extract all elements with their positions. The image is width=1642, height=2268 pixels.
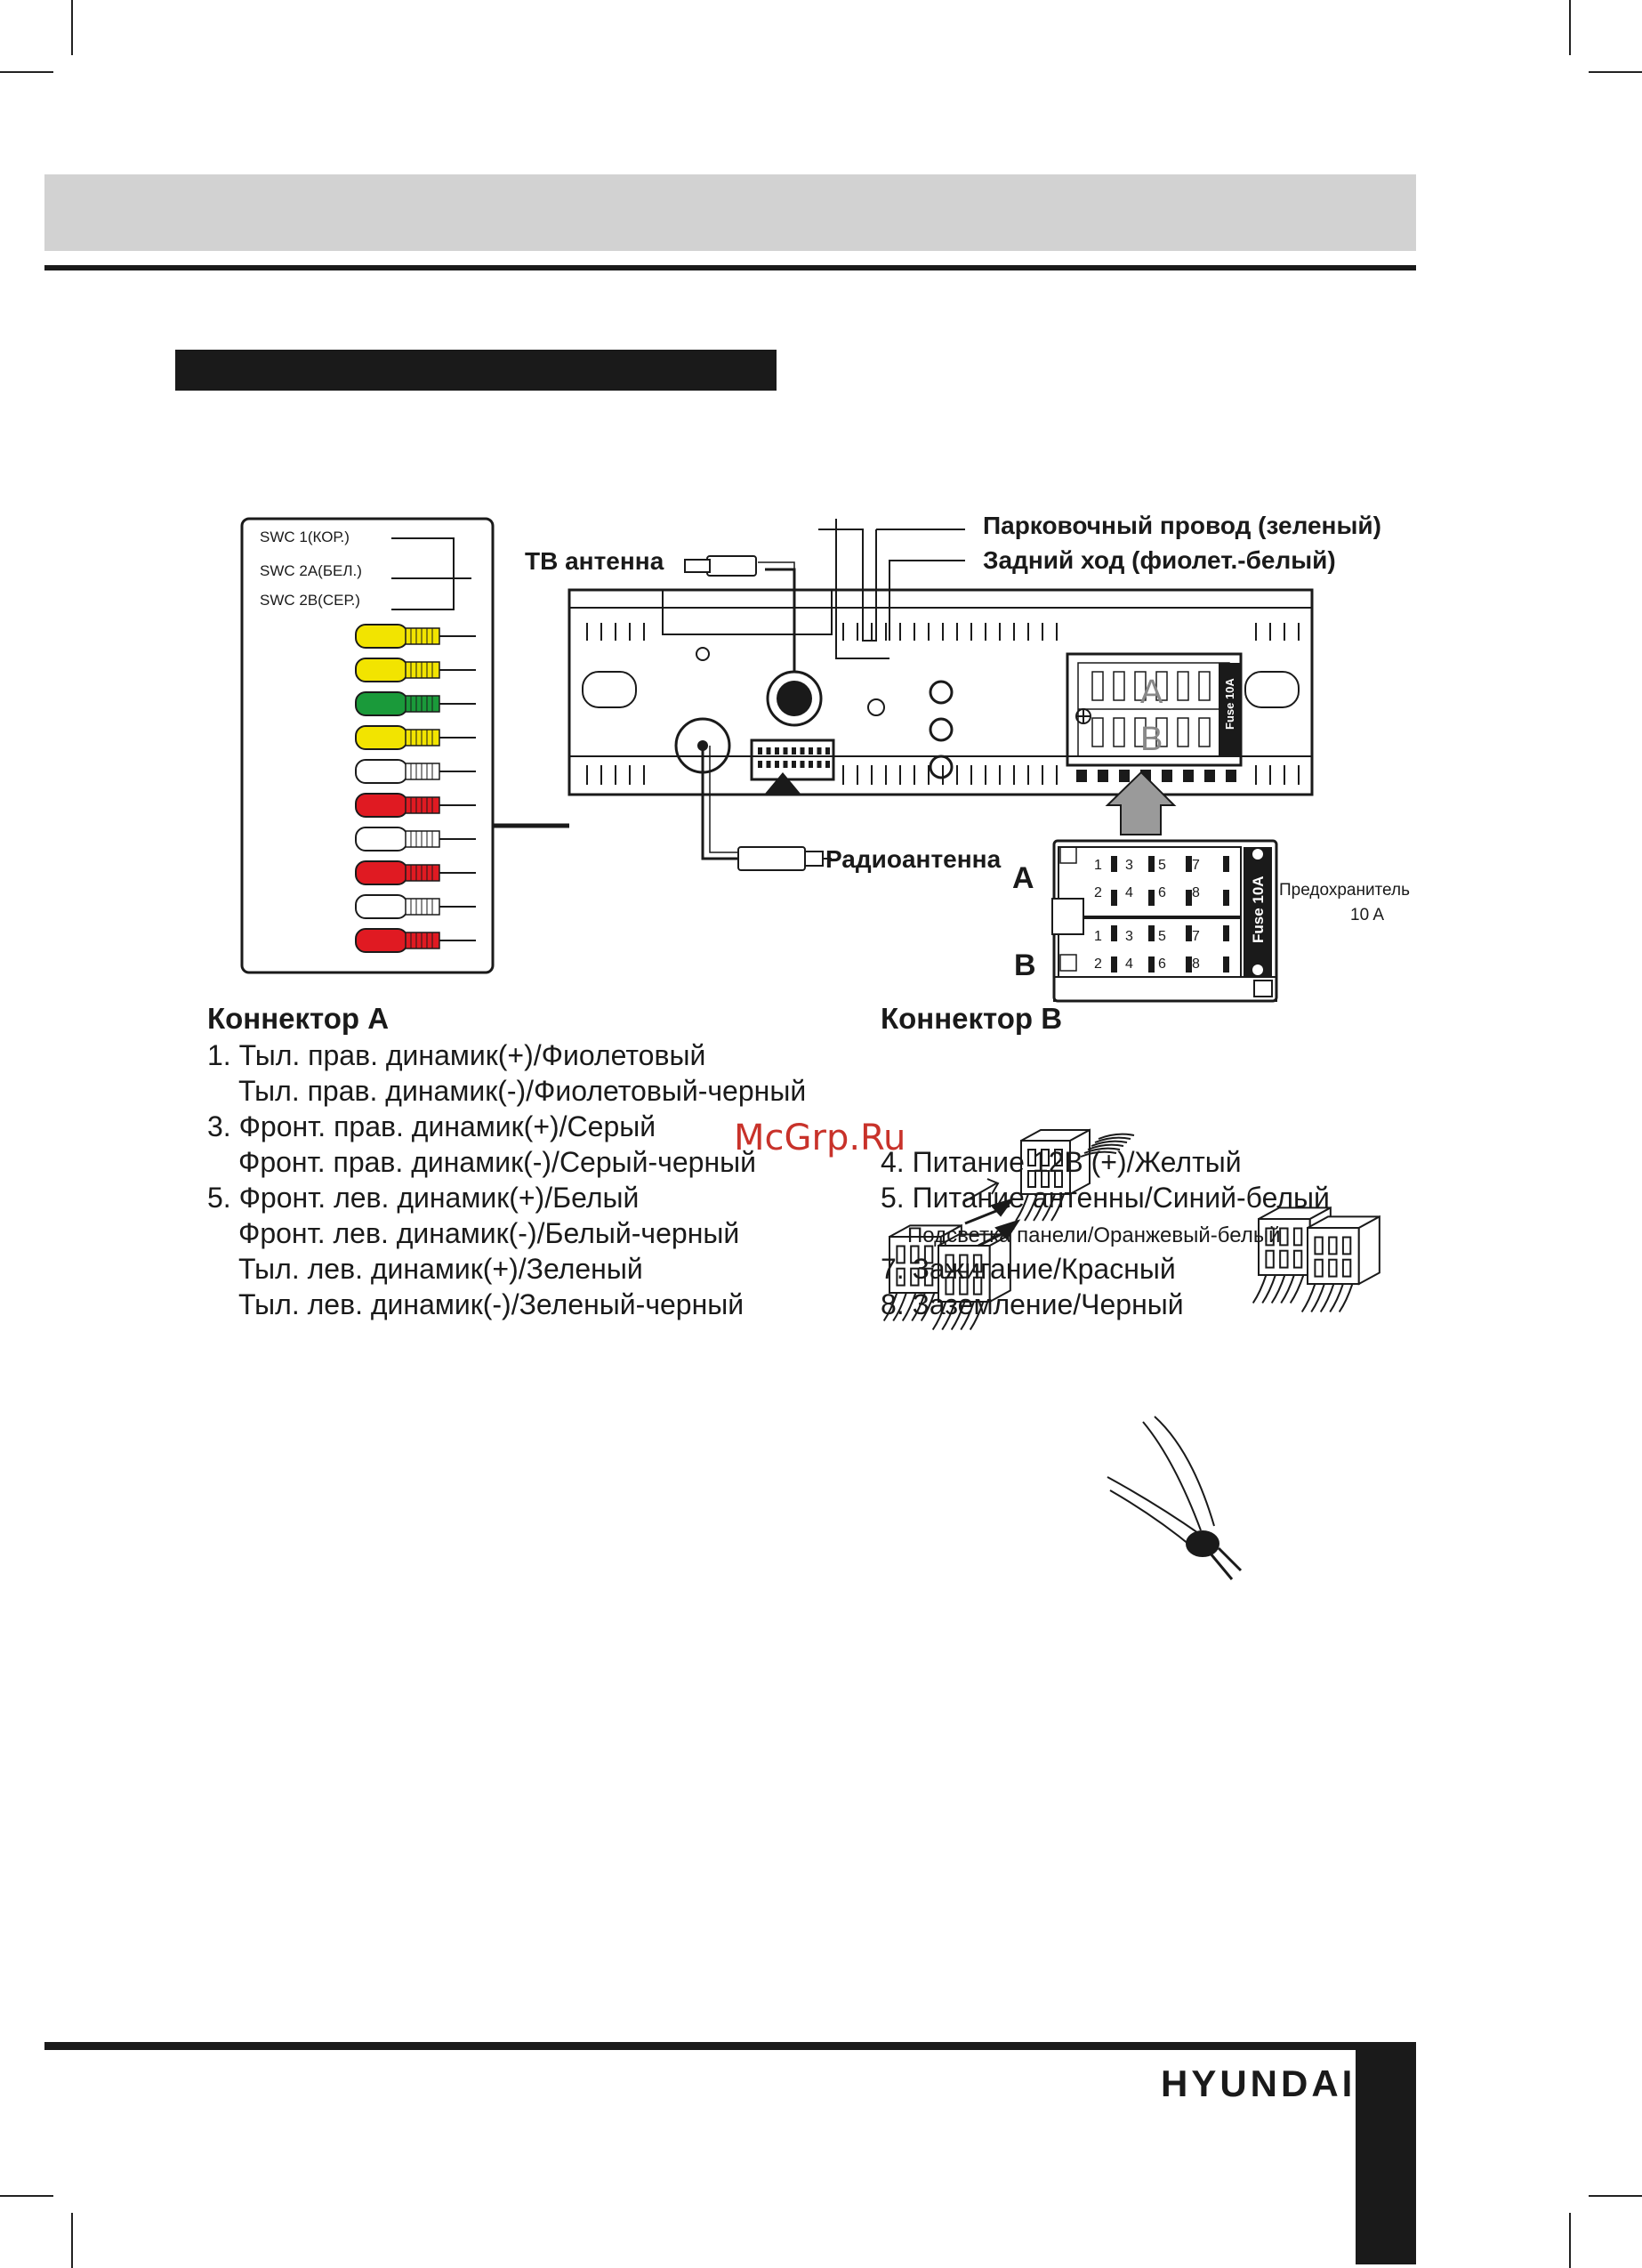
parking-wire	[818, 529, 877, 642]
connector-a-line: 3. Фронт. прав. динамик(+)/Серый	[207, 1110, 656, 1142]
crop-mark	[1589, 71, 1642, 73]
fuse-note-line2: 10 A	[1350, 906, 1385, 924]
pin-number: 3	[1125, 929, 1133, 944]
swc-bracket	[391, 537, 471, 610]
connector-letter-b: B	[1014, 948, 1036, 982]
iso-connector: Fuse 10A 1 1 3 3 5 5 7 7 2 2 4 4 6 6 8 8	[1051, 839, 1278, 1003]
tv-antenna-label: ТВ антенна	[525, 547, 664, 575]
fuse-note-line1: Предохранитель	[1279, 881, 1410, 900]
rca-plug	[355, 759, 476, 784]
pin-number: 4	[1125, 956, 1133, 972]
connector-a-line: Фронт. лев. динамик(-)/Белый-черный	[238, 1217, 740, 1249]
pin-number: 6	[1158, 956, 1166, 972]
header-band	[44, 174, 1416, 251]
connector-b-heading: Коннектор B	[881, 1002, 1063, 1035]
radio-antenna-plug	[737, 846, 806, 871]
svg-text:B: B	[1140, 721, 1163, 758]
iso-plug-drawing	[931, 1232, 1011, 1331]
pin-number: 2	[1094, 885, 1102, 900]
crop-mark	[71, 0, 73, 55]
connector-a-line: Тыл. прав. динамик(-)/Фиолетовый-черный	[238, 1075, 807, 1107]
connector-a-line: 5. Фронт. лев. динамик(+)/Белый	[207, 1182, 640, 1214]
rca-plug-group	[355, 624, 476, 953]
multi-pin-socket	[750, 739, 835, 781]
pin-number: 1	[1094, 858, 1102, 873]
crop-mark	[1569, 0, 1571, 55]
connector-insertion-illustration	[882, 1128, 1380, 1580]
crop-mark	[1569, 2213, 1571, 2268]
swc-label-2a: SWC 2A(БЕЛ.)	[260, 562, 362, 579]
rca-plug	[355, 624, 476, 649]
crop-mark	[0, 2195, 53, 2197]
pin-number: 1	[1094, 929, 1102, 944]
head-unit: Fuse 10A A B	[567, 588, 1314, 796]
pliers-drawing	[1107, 1416, 1243, 1580]
connector-b-line-5: 5. Питание антенны/Синий-белый	[881, 1182, 1330, 1214]
rca-plug	[355, 691, 476, 716]
pin-number: 4	[1125, 885, 1133, 900]
crop-mark	[1589, 2195, 1642, 2197]
connector-b-line-4: 4. Питание 12В (+)/Желтый	[881, 1146, 1242, 1178]
rca-plug	[355, 860, 476, 885]
connector-a-line: Фронт. прав. динамик(-)/Серый-черный	[238, 1146, 756, 1178]
footer-rule	[44, 2042, 1416, 2050]
connector-b-line-8: 8. Заземление/Черный	[881, 1288, 1184, 1320]
iso-plug-drawing	[1015, 1128, 1091, 1222]
radio-antenna-label: Радиоантенна	[825, 845, 1002, 873]
fuse-label-text: Fuse 10A	[1250, 876, 1267, 943]
harness-box	[240, 517, 495, 974]
rca-plug	[355, 928, 476, 953]
crop-mark	[71, 2213, 73, 2268]
rca-plug	[355, 827, 476, 852]
svg-text:Fuse 10A: Fuse 10A	[1223, 678, 1236, 730]
rca-plug	[355, 725, 476, 750]
pin-number: 7	[1192, 929, 1200, 944]
rca-plug	[355, 793, 476, 818]
pin-number: 2	[1094, 956, 1102, 972]
swc-label-1: SWC 1(КОР.)	[260, 529, 350, 545]
pin-number: 8	[1192, 956, 1200, 972]
header-rule	[44, 265, 1416, 270]
parking-wire-label: Парковочный провод (зеленый)	[983, 512, 1381, 539]
connector-a-line: Тыл. лев. динамик(+)/Зеленый	[238, 1253, 643, 1285]
connector-a-heading: Коннектор A	[207, 1002, 390, 1035]
connector-a-line: Тыл. лев. динамик(-)/Зеленый-черный	[238, 1288, 745, 1320]
connector-letter-a: A	[1012, 861, 1034, 895]
tv-antenna-plug	[706, 555, 757, 577]
pin-number: 7	[1192, 858, 1200, 873]
pin-number: 6	[1158, 885, 1166, 900]
watermark: McGrp.Ru	[734, 1118, 906, 1158]
iso-plug-drawing	[1300, 1215, 1380, 1313]
reverse-wire-label: Задний ход (фиолет.-белый)	[983, 546, 1336, 574]
footer-page-tab	[1356, 2042, 1416, 2264]
reverse-wire	[889, 560, 965, 641]
section-title-bar	[175, 350, 777, 391]
pin-number: 5	[1158, 929, 1166, 944]
swc-label-2b: SWC 2B(СЕР.)	[260, 592, 360, 609]
wiring-diagram: Fuse 10A A B Fuse 10A 1 1 3 3 5 5 7 7 2 2 4 4 6 6 8 8	[240, 517, 1380, 1580]
connector-a-line: 1. Тыл. прав. динамик(+)/Фиолетовый	[207, 1039, 706, 1071]
insert-arrow	[1105, 771, 1177, 835]
pin-number: 3	[1125, 858, 1133, 873]
connector-b-line-7: 7. Зажигание/Красный	[881, 1253, 1176, 1285]
svg-text:A: A	[1140, 674, 1163, 711]
rca-plug	[355, 894, 476, 919]
pin-number: 8	[1192, 885, 1200, 900]
brand-logo: HYUNDAI	[1161, 2062, 1356, 2104]
crop-mark	[0, 71, 53, 73]
connector-b-line-6: Подсветка панели/Оранжевый-белый	[907, 1223, 1281, 1247]
rca-plug	[355, 658, 476, 682]
radio-antenna-lead	[701, 746, 738, 860]
iso-plug-drawing	[1252, 1206, 1332, 1304]
pin-number: 5	[1158, 858, 1166, 873]
